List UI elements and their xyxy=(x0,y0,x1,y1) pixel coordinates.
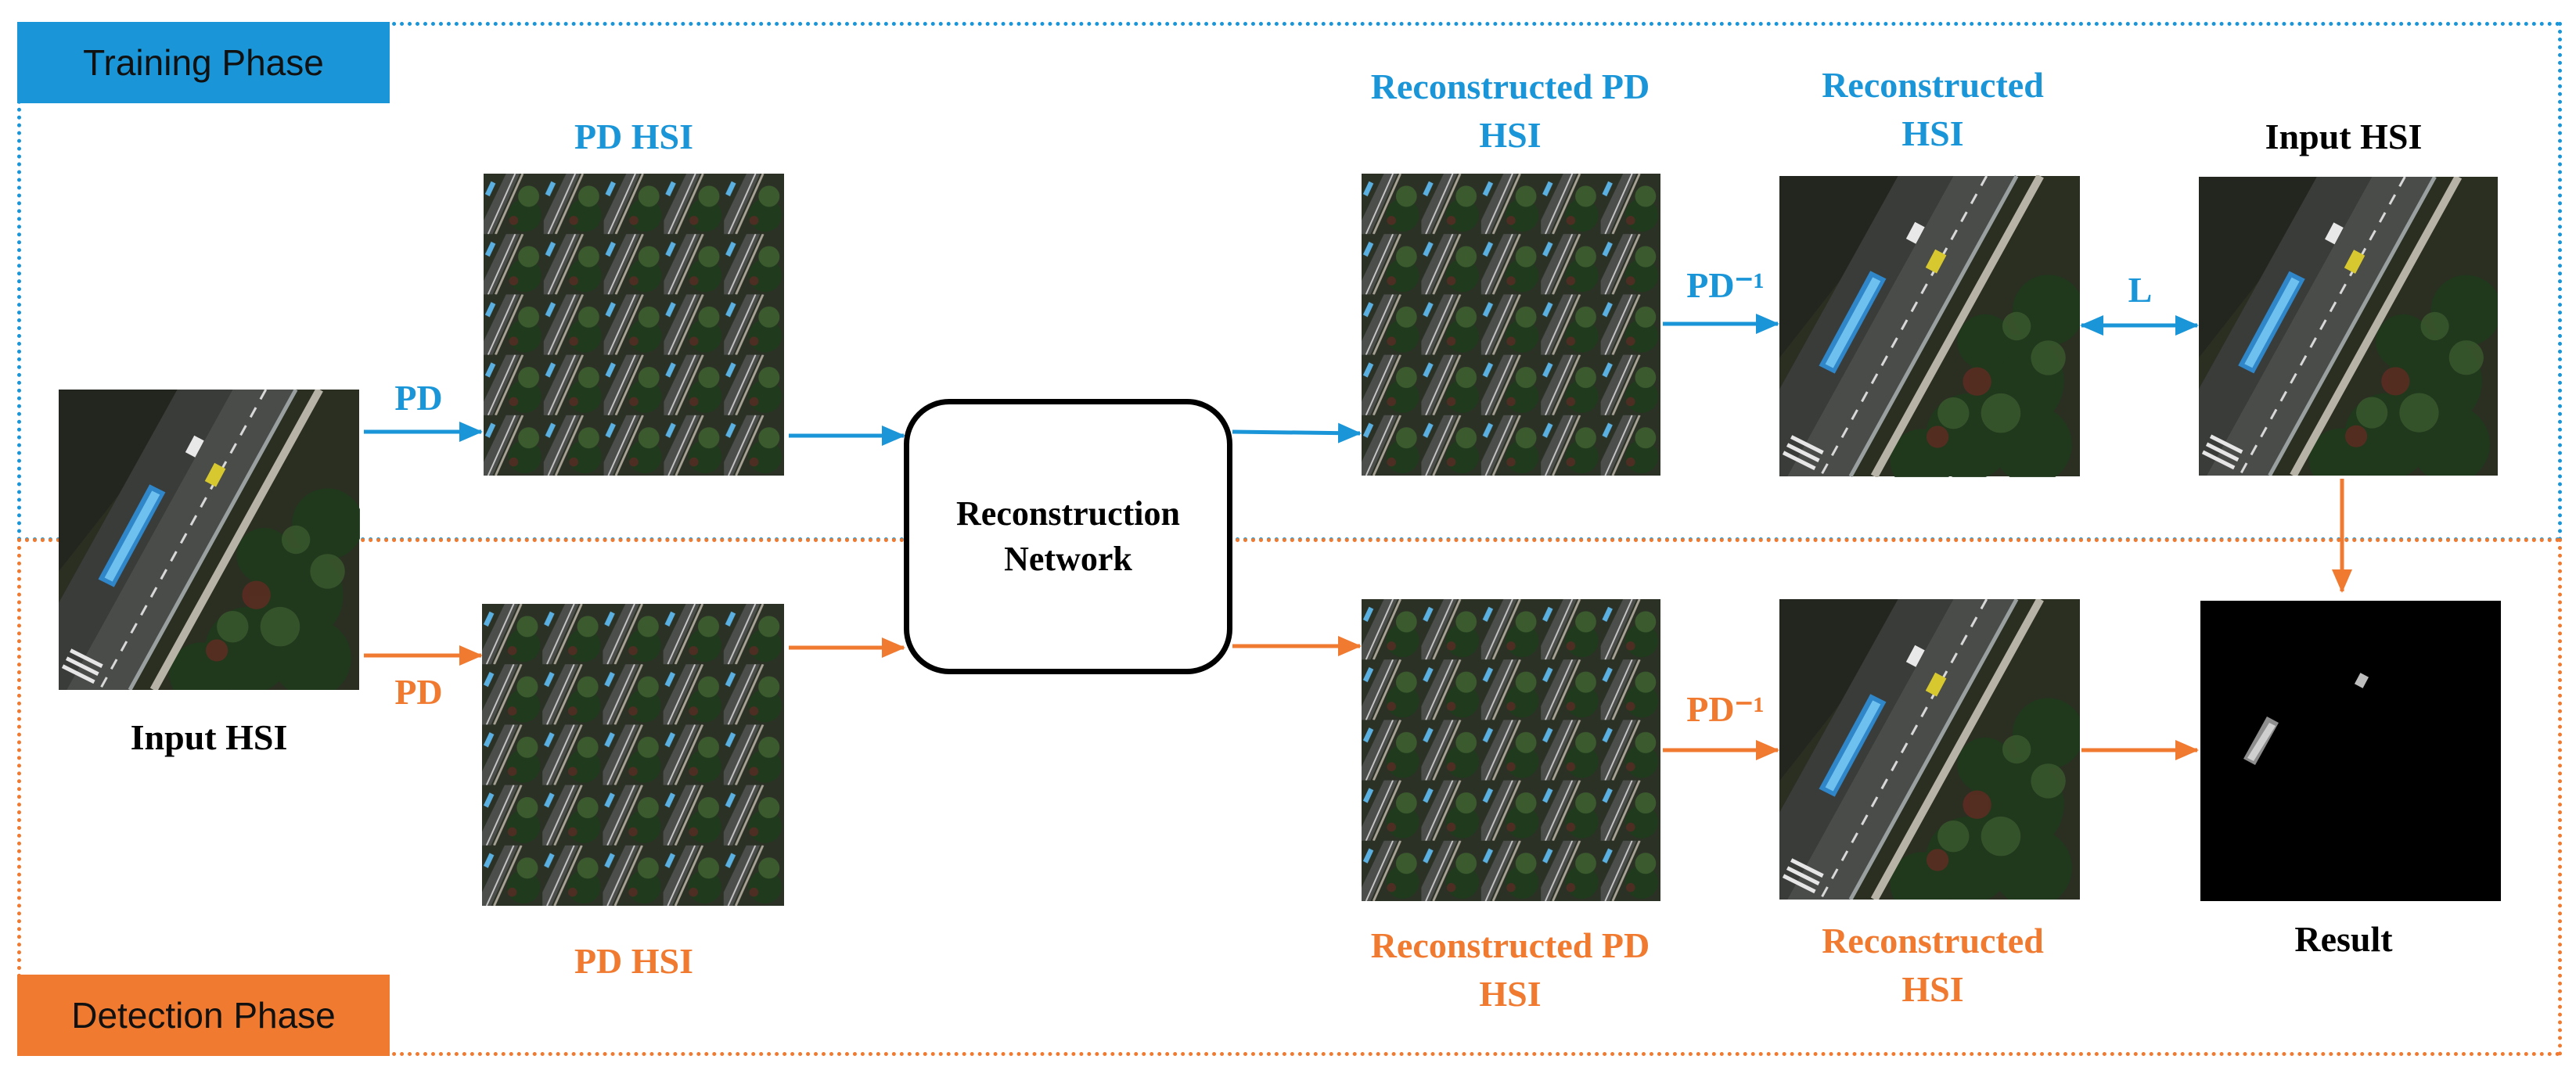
input-hsi-label-training: Input HSI xyxy=(2265,117,2423,156)
result-label: Result xyxy=(2294,919,2393,959)
recon-hsi-image-training xyxy=(1779,175,2080,477)
pd-inverse-label-training: PD⁻¹ xyxy=(1686,265,1765,305)
training-phase-tag: Training Phase xyxy=(17,22,390,103)
result-image xyxy=(2200,601,2501,901)
input-hsi-image-training xyxy=(2199,177,2498,476)
recon-pd-hsi-image-detection xyxy=(1362,599,1660,901)
detection-phase-label: Detection Phase xyxy=(71,995,336,1036)
pd-label-training: PD xyxy=(394,378,443,418)
recon-pd-label-detection-line2: HSI xyxy=(1479,974,1542,1014)
recon-hsi-label-training-line1: Reconstructed xyxy=(1822,65,2044,105)
recon-pd-label-training-line2: HSI xyxy=(1479,115,1542,155)
pd-label-detection: PD xyxy=(394,672,443,712)
pd-hsi-image-detection xyxy=(482,604,784,906)
pd-hsi-image-training xyxy=(484,174,784,476)
recon-hsi-label-detection-line1: Reconstructed xyxy=(1822,921,2044,961)
recon-hsi-label-detection: Reconstructed HSI xyxy=(1768,917,2097,1014)
detection-phase-frame xyxy=(17,538,2562,1056)
recon-pd-label-detection: Reconstructed PD HSI xyxy=(1330,921,1690,1018)
detection-phase-tag: Detection Phase xyxy=(17,975,390,1056)
network-line2: Network xyxy=(1004,540,1132,578)
recon-hsi-image-detection xyxy=(1779,599,2080,900)
recon-pd-label-training-line1: Reconstructed PD xyxy=(1370,66,1650,106)
pd-hsi-label-detection: PD HSI xyxy=(574,941,694,981)
input-hsi-label: Input HSI xyxy=(130,717,288,757)
reconstruction-network-box: Reconstruction Network xyxy=(904,399,1232,674)
training-phase-label: Training Phase xyxy=(83,42,324,83)
recon-pd-hsi-image-training xyxy=(1362,174,1660,476)
recon-hsi-label-detection-line2: HSI xyxy=(1901,969,1964,1009)
loss-label: L xyxy=(2128,270,2153,310)
pd-inverse-label-detection: PD⁻¹ xyxy=(1686,689,1765,729)
recon-pd-label-training: Reconstructed PD HSI xyxy=(1330,63,1690,160)
recon-hsi-label-training: Reconstructed HSI xyxy=(1768,61,2097,158)
recon-hsi-label-training-line2: HSI xyxy=(1901,113,1964,153)
network-line1: Reconstruction xyxy=(956,494,1180,533)
arrow-network-to-reconpd-training xyxy=(1232,422,1362,444)
pd-hsi-label-training: PD HSI xyxy=(574,117,694,156)
input-hsi-image xyxy=(58,390,360,690)
recon-pd-label-detection-line1: Reconstructed PD xyxy=(1370,925,1650,965)
